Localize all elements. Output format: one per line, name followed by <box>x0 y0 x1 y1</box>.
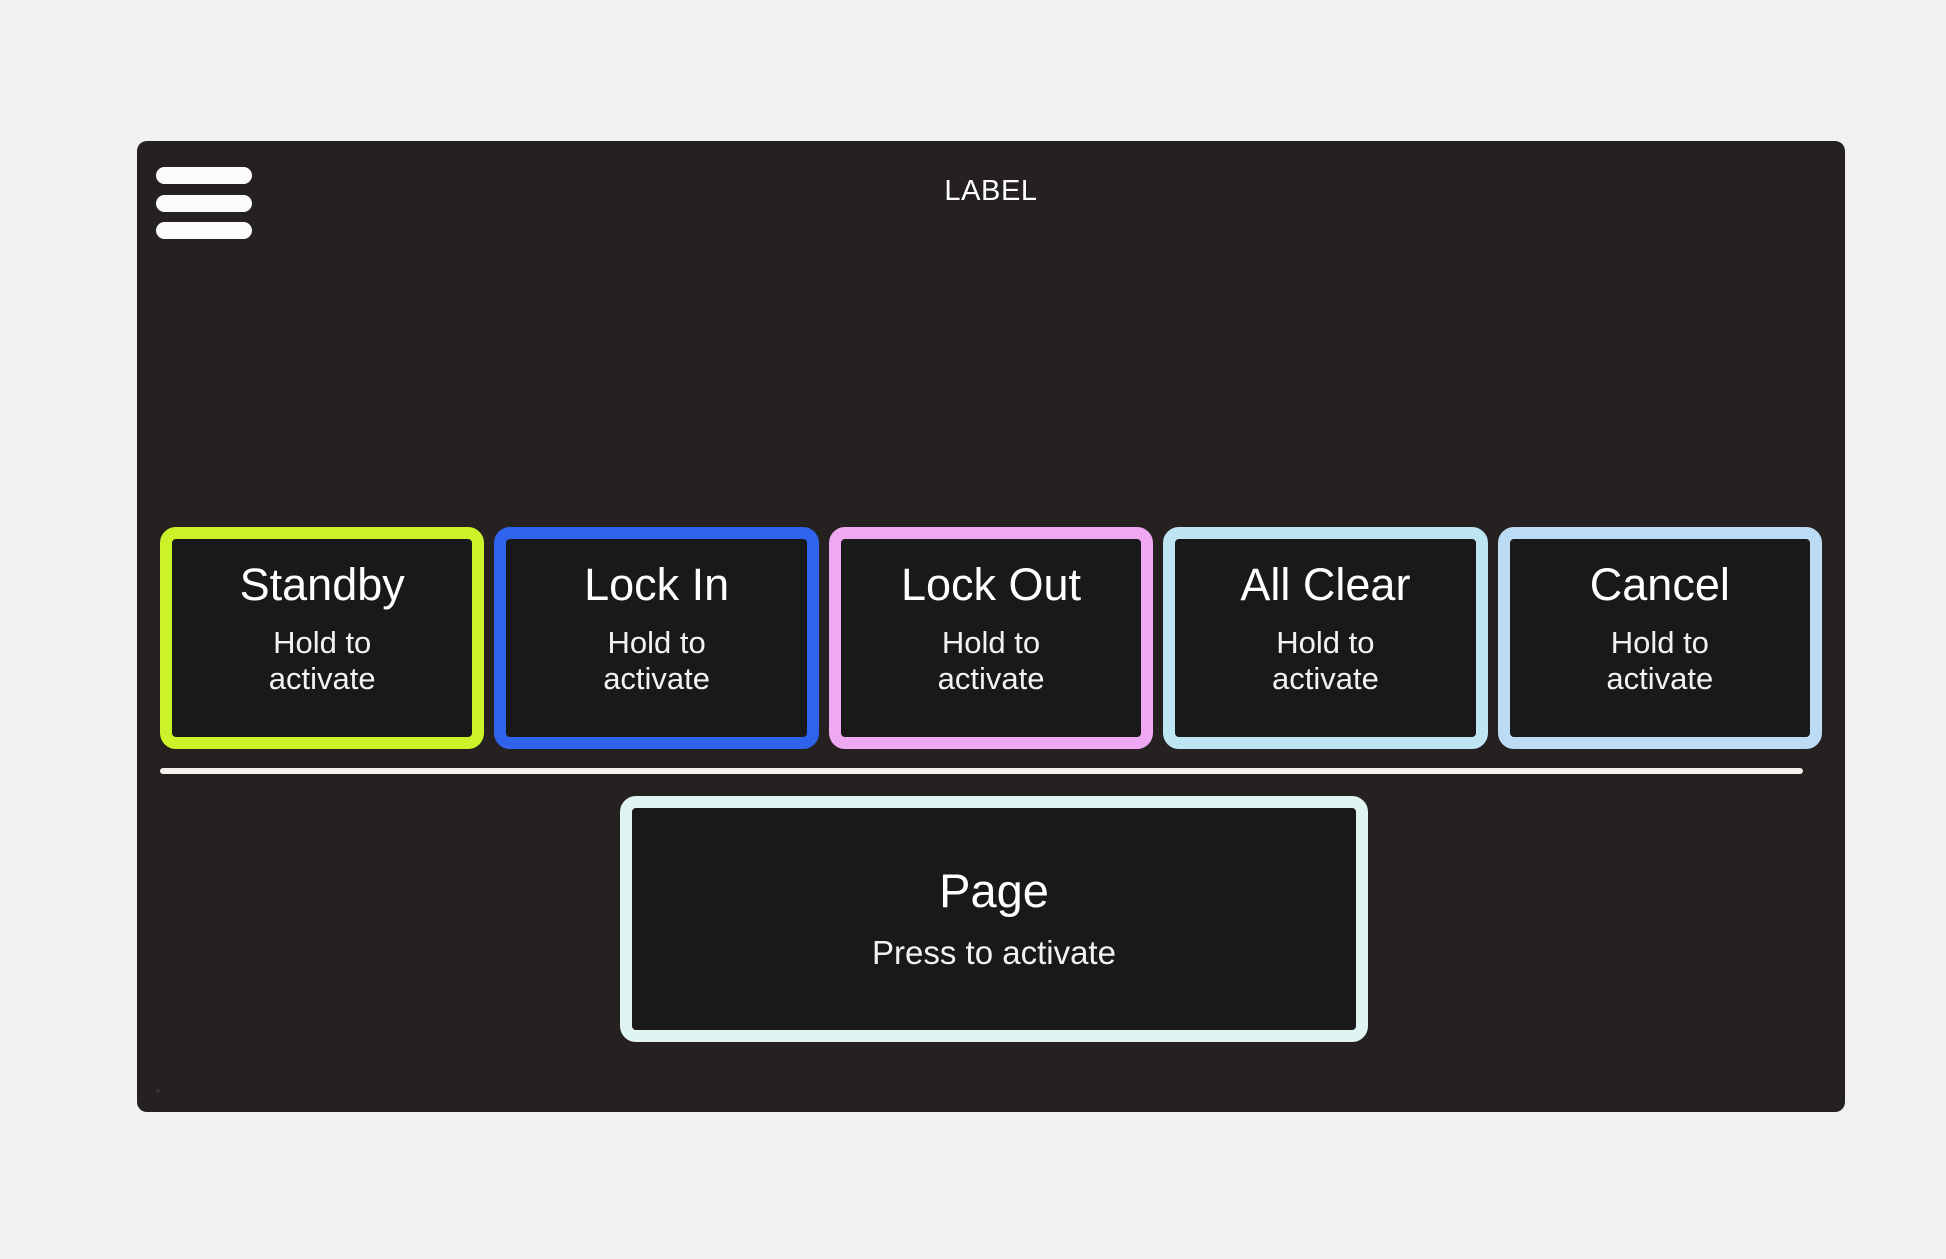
hold-button-subtitle: Hold to activate <box>1606 624 1714 697</box>
corner-indicator-dot <box>156 1089 160 1093</box>
hold-button-title: Cancel <box>1589 559 1730 610</box>
page-title: LABEL <box>944 175 1038 207</box>
menu-bar-bottom <box>156 222 252 239</box>
hold-button-title: Standby <box>239 559 405 610</box>
hold-button-subtitle: Hold to activate <box>268 624 376 697</box>
page-button-title: Page <box>939 864 1049 918</box>
page-button-subtitle: Press to activate <box>872 933 1116 971</box>
hold-button-subtitle: Hold to activate <box>937 624 1045 697</box>
section-divider <box>160 768 1803 774</box>
header-bar: LABEL <box>137 141 1845 251</box>
hold-button-lock-in[interactable]: Lock In Hold to activate <box>494 527 819 749</box>
hold-button-title: Lock Out <box>900 559 1082 610</box>
page-button[interactable]: Page Press to activate <box>620 796 1368 1042</box>
hold-button-subtitle: Hold to activate <box>603 624 711 697</box>
hold-button-title: Lock In <box>584 559 730 610</box>
menu-bar-middle <box>156 194 252 212</box>
menu-bar-top <box>156 167 252 184</box>
hamburger-menu-icon[interactable] <box>156 167 252 239</box>
hold-button-title: All Clear <box>1240 559 1411 610</box>
hold-button-subtitle: Hold to activate <box>1272 624 1379 697</box>
